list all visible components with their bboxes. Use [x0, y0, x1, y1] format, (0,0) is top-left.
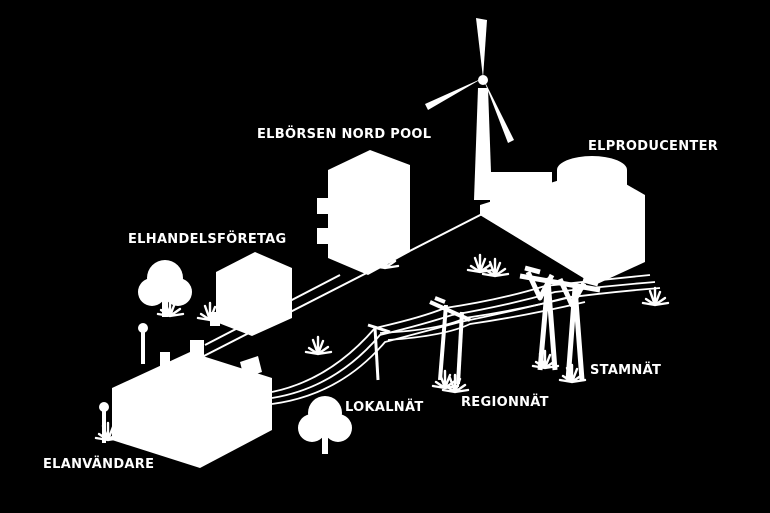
label-local: LOKALNÄT — [345, 400, 424, 415]
label-retailers: ELHANDELSFÖRETAG — [128, 232, 287, 247]
label-regional: REGIONNÄT — [461, 395, 549, 410]
tree-left — [138, 260, 192, 317]
tree-center — [298, 396, 352, 454]
label-producers: ELPRODUCENTER — [588, 139, 719, 154]
label-exchange: ELBÖRSEN NORD POOL — [257, 127, 432, 142]
consumer-building — [112, 340, 272, 468]
label-transmission: STAMNÄT — [590, 363, 662, 378]
wind-turbine — [425, 18, 514, 200]
local-pole — [367, 323, 391, 381]
transmission-pylon — [519, 265, 601, 381]
power-plant-building — [480, 156, 645, 285]
regional-pylon — [429, 296, 471, 385]
retailer-building — [210, 252, 292, 336]
power-exchange-building — [317, 150, 410, 275]
label-consumers: ELANVÄNDARE — [43, 457, 155, 472]
